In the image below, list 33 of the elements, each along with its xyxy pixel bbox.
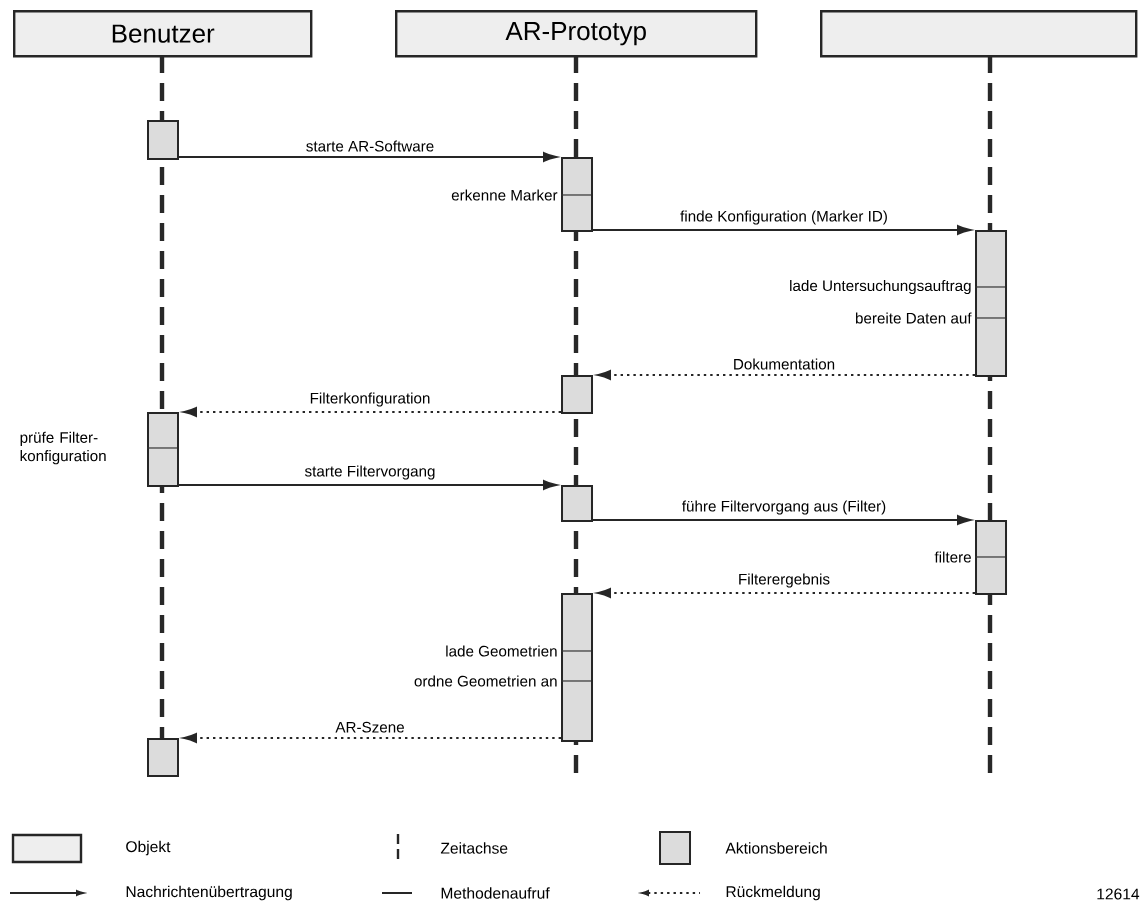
activation-bar (975, 520, 1007, 595)
activation-bar (561, 485, 593, 522)
legend-label: Zeitachse (440, 842, 508, 854)
action-label: ordne Geometrien an (414, 675, 557, 687)
edge-label: Filterkonfiguration (307, 390, 433, 409)
action-label: lade Geometrien (446, 645, 557, 657)
action-label: erkenne Marker (451, 189, 558, 201)
edge-label: starte AR-Software (303, 138, 437, 154)
edge-label: starte Filtervorgang (302, 463, 438, 482)
activation-bar (561, 375, 593, 414)
action-label: lade Untersuchungsauftrag (790, 279, 971, 295)
legend-label: Methodenaufruf (441, 887, 550, 899)
activation-bar (975, 230, 1007, 377)
legend-label: Objekt (126, 840, 171, 856)
edge-label: führe Filtervorgang aus (Filter) (679, 498, 889, 517)
edge-label: finde Konfiguration (Marker ID) (678, 208, 890, 227)
activation-bar (561, 593, 593, 742)
action-label: bereite Daten auf (855, 312, 972, 324)
activation-bar (147, 738, 179, 777)
object-box: Benutzer (13, 10, 313, 58)
edge-label: Filterergebnis (735, 571, 833, 590)
object-box (820, 10, 1138, 58)
activation-bar (147, 412, 179, 487)
legend-label: Rückmeldung (726, 885, 820, 901)
action-label: prüfe Filter- konfiguration (20, 431, 106, 465)
edge-label: Dokumentation (730, 356, 838, 372)
object-box: AR-Prototyp (395, 10, 758, 58)
activation-bar (561, 157, 593, 232)
legend-label: Aktionsbereich (725, 842, 827, 854)
legend-label: Nachrichtenübertragung (126, 885, 292, 901)
activation-bar (147, 120, 179, 160)
figure-number: 12614 (1097, 888, 1140, 900)
action-label: filtere (934, 551, 971, 563)
